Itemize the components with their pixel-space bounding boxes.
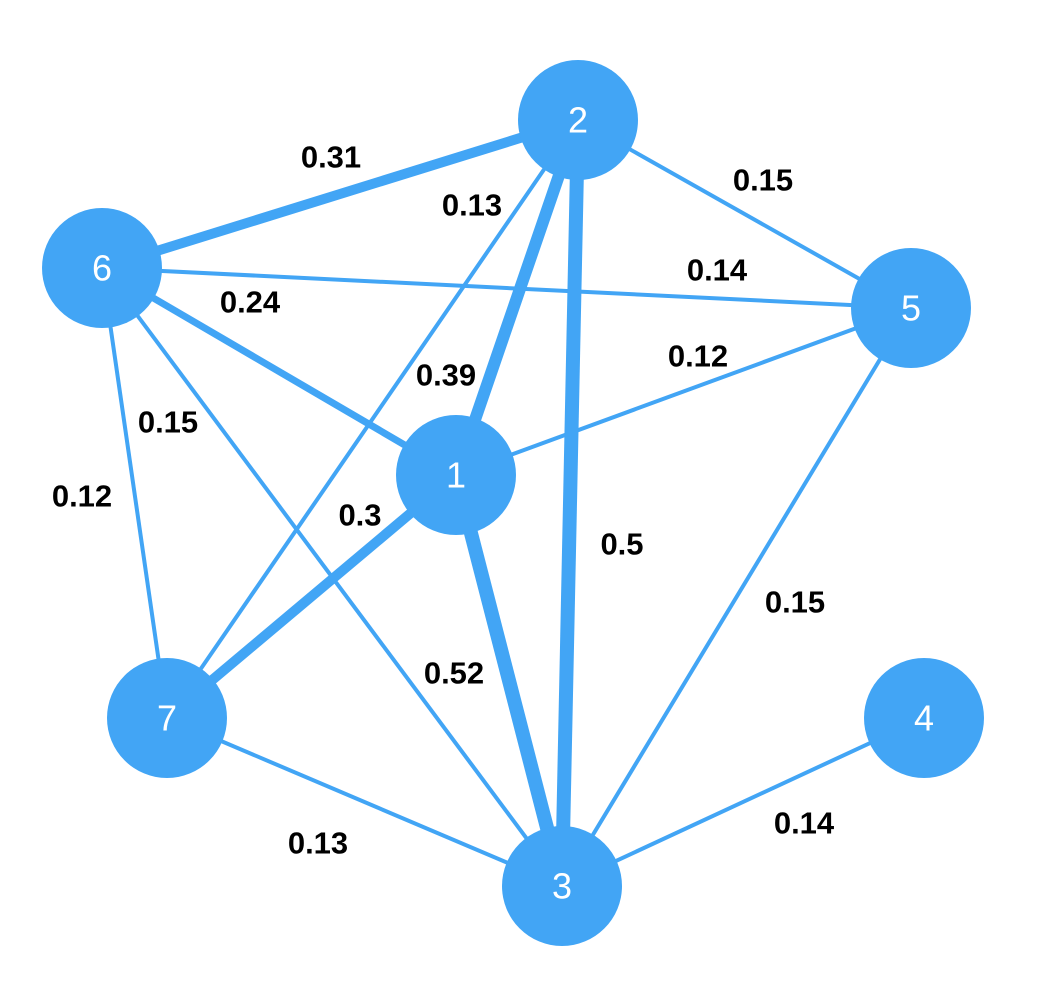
- edge-label-6-3: 0.15: [138, 405, 198, 440]
- edge-label-7-3: 0.13: [288, 826, 348, 861]
- edge-label-2-6: 0.31: [301, 140, 361, 175]
- node-label-3: 3: [552, 866, 572, 907]
- node-circle-2: [518, 60, 638, 180]
- edge-label-2-3: 0.5: [600, 527, 643, 562]
- node-label-5: 5: [901, 288, 921, 329]
- node-3: 3: [502, 826, 622, 946]
- edge-label-1-5: 0.12: [668, 339, 728, 374]
- node-label-2: 2: [568, 100, 588, 141]
- edge-2-7: [165, 118, 580, 720]
- node-circle-5: [851, 248, 971, 368]
- edge-1-5: [455, 306, 912, 477]
- edge-label-2-7: 0.13: [442, 188, 502, 223]
- node-circle-4: [864, 658, 984, 778]
- edge-1-7: [163, 471, 460, 722]
- node-label-6: 6: [92, 248, 112, 289]
- edge-1-2: [450, 118, 584, 477]
- node-circle-7: [107, 658, 227, 778]
- edge-1-3: [449, 473, 569, 888]
- edge-label-1-7: 0.3: [338, 498, 381, 533]
- edge-7-3: [166, 716, 563, 888]
- edge-labels-layer: 0.31 0.13 0.15 0.14 0.24 0.12 0.39 0.15 0.12 0.3 0…: [52, 140, 835, 861]
- nodes-layer: 1 2 3 4 5 6 7: [42, 60, 984, 946]
- edge-4-3: [561, 716, 925, 888]
- node-1: 1: [396, 415, 516, 535]
- edge-6-1: [100, 264, 458, 479]
- node-circle-3: [502, 826, 622, 946]
- edge-6-5: [101, 266, 912, 310]
- edges-layer: [100, 115, 925, 888]
- edge-label-5-3: 0.15: [765, 585, 825, 620]
- edge-5-3: [560, 306, 913, 888]
- node-label-7: 7: [157, 698, 177, 739]
- edge-label-2-5: 0.15: [733, 163, 793, 198]
- edge-label-1-3: 0.52: [424, 656, 484, 691]
- edge-label-6-7: 0.12: [52, 479, 112, 514]
- edge-2-5: [577, 118, 912, 310]
- node-7: 7: [107, 658, 227, 778]
- node-4: 4: [864, 658, 984, 778]
- edge-2-3: [555, 119, 585, 887]
- node-label-1: 1: [446, 455, 466, 496]
- node-5: 5: [851, 248, 971, 368]
- node-circle-1: [396, 415, 516, 535]
- node-label-4: 4: [914, 698, 934, 739]
- edge-2-6: [100, 115, 580, 273]
- node-6: 6: [42, 208, 162, 328]
- node-circle-6: [42, 208, 162, 328]
- edge-label-6-1: 0.24: [220, 285, 281, 320]
- edge-label-4-3: 0.14: [774, 806, 835, 841]
- node-2: 2: [518, 60, 638, 180]
- edge-6-7: [100, 267, 169, 719]
- edge-label-1-2: 0.39: [416, 358, 476, 393]
- edge-label-6-5: 0.14: [687, 253, 748, 288]
